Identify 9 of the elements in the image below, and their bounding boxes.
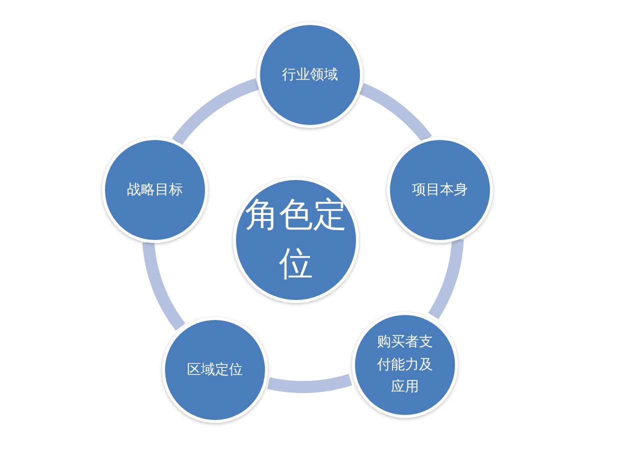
- circle-label: 购买者支付能力及应用: [376, 333, 434, 398]
- circle-label: 角色定位: [244, 194, 348, 286]
- circle-label: 战略目标: [126, 180, 184, 200]
- circle-label: 项目本身: [411, 180, 469, 200]
- ring-arc: [358, 83, 432, 144]
- circle-label: 区域定位: [186, 360, 244, 380]
- circle-label: 行业领域: [281, 66, 339, 85]
- ring-arc: [172, 78, 260, 146]
- ring-arc: [265, 374, 354, 393]
